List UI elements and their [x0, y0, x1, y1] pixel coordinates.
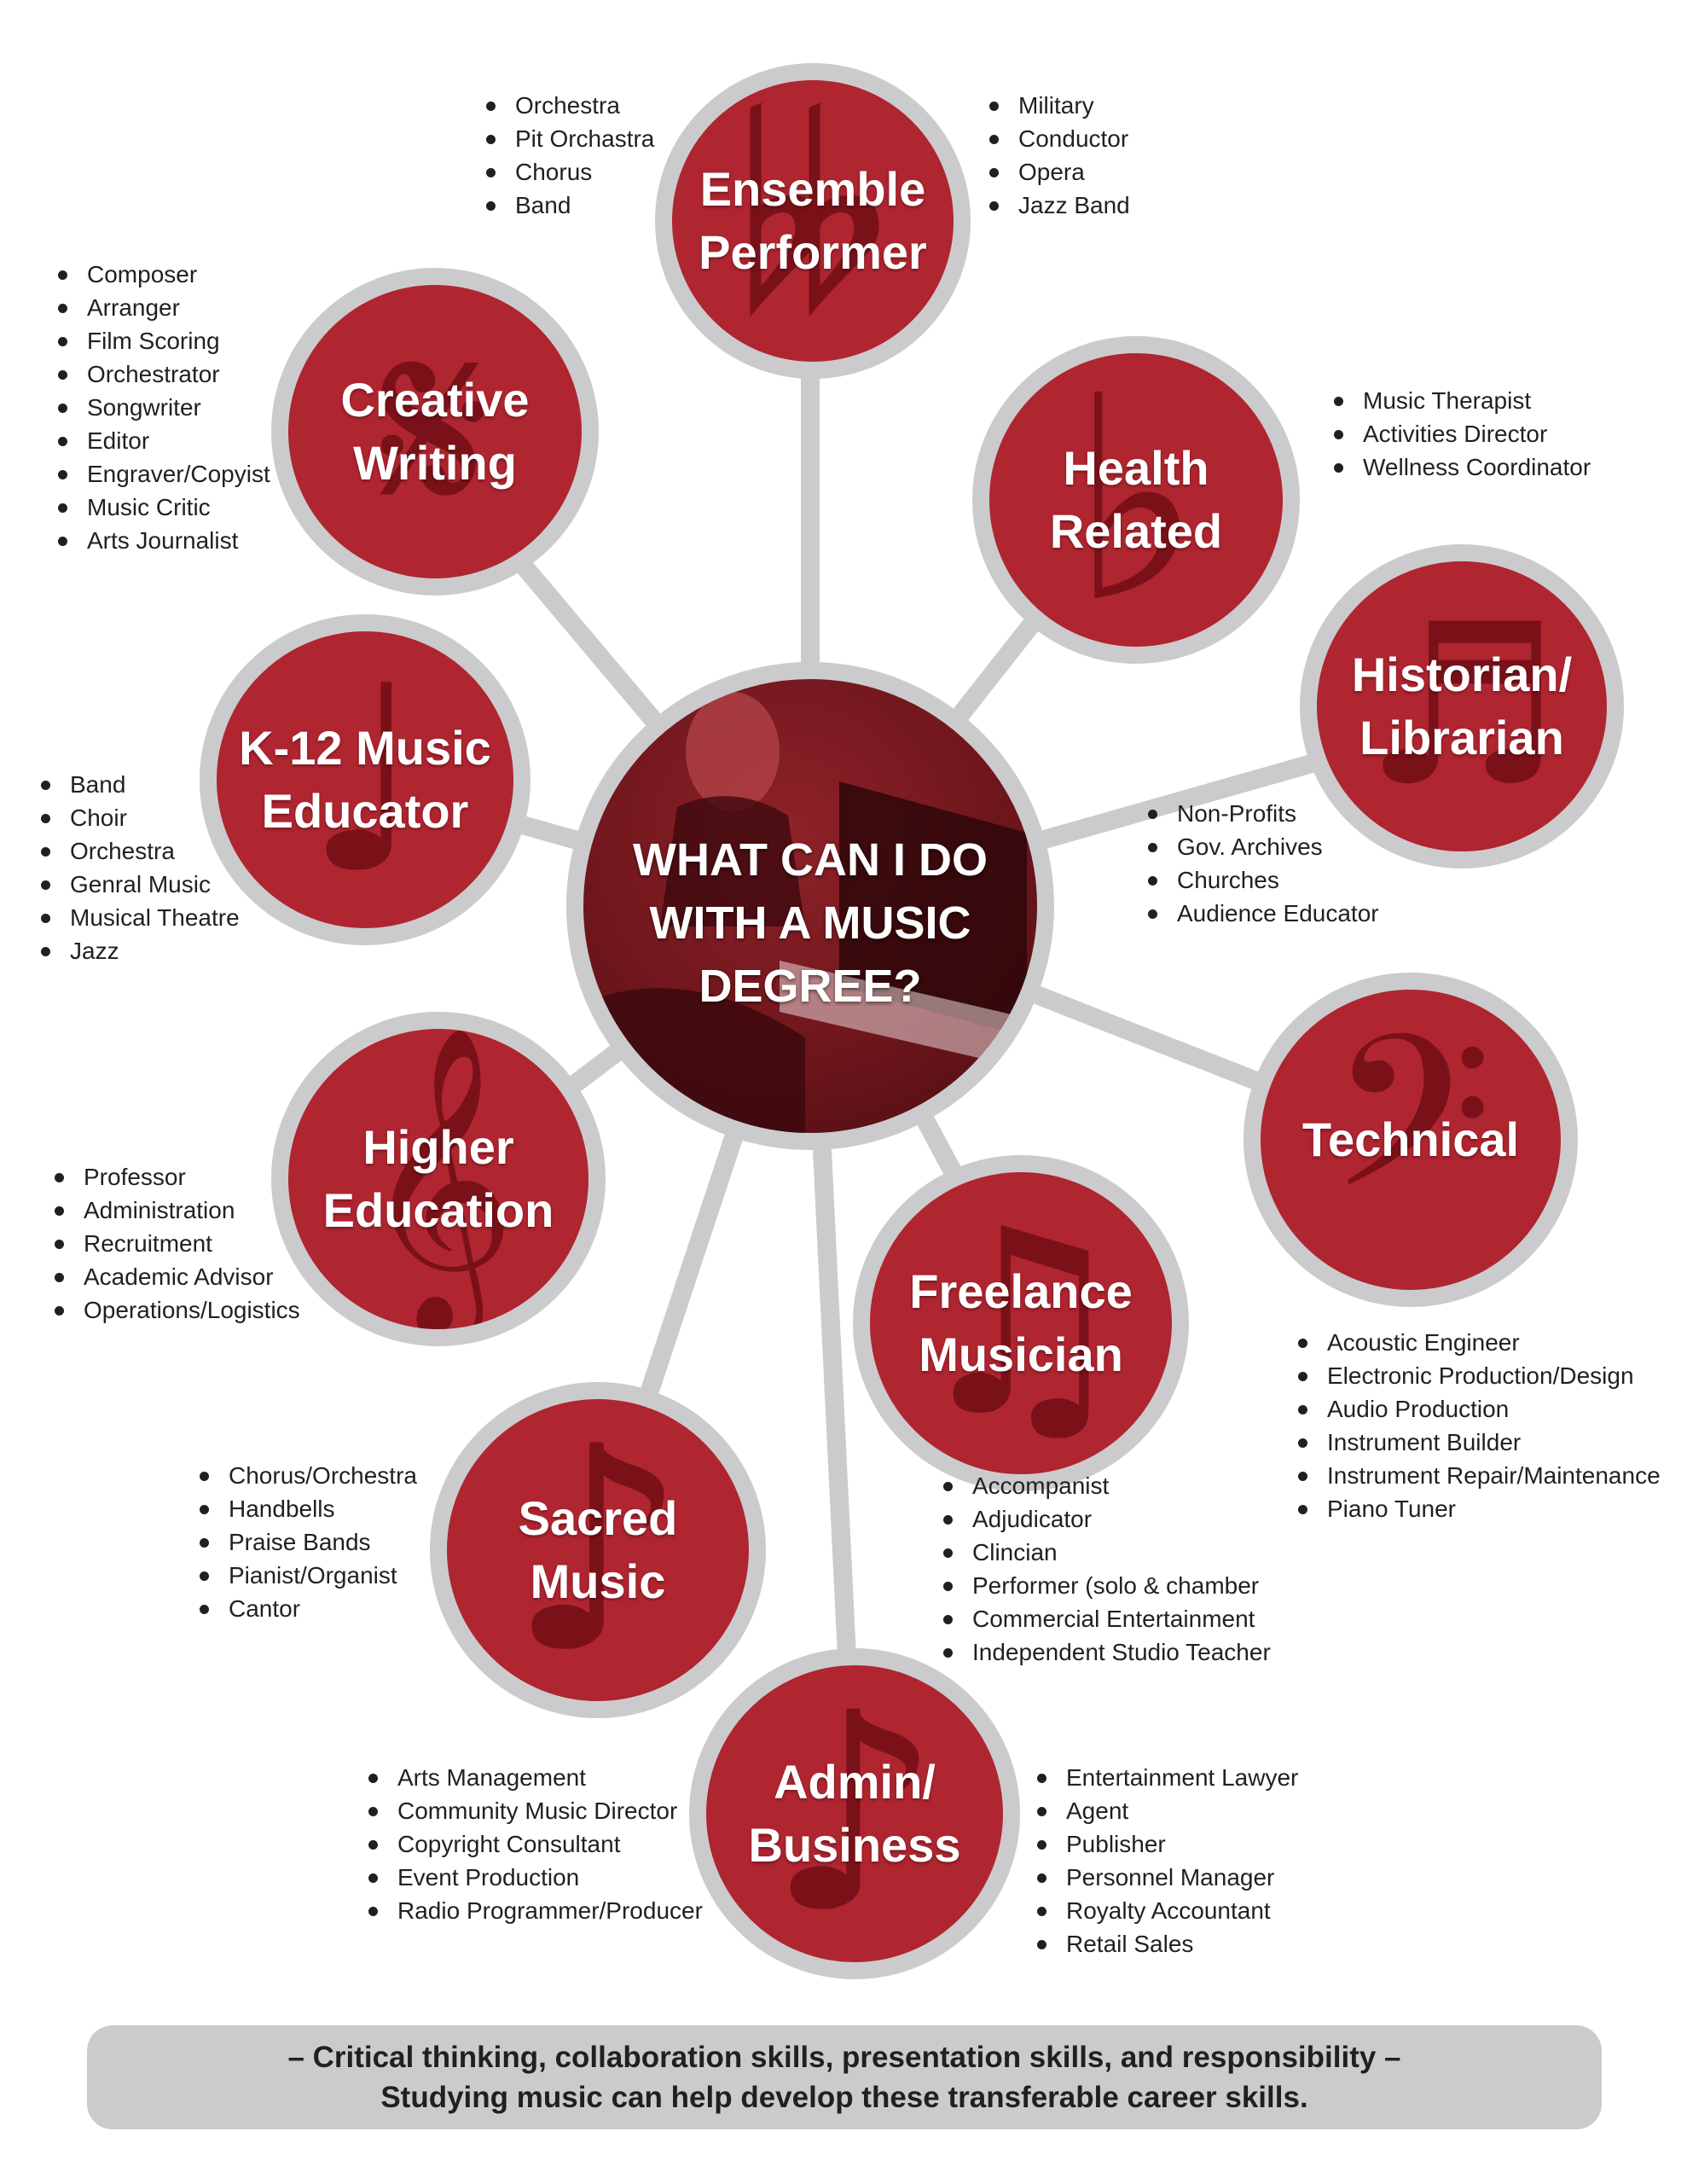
- node-title: Historian/ Librarian: [1351, 648, 1573, 764]
- list-item: Personnel Manager: [1035, 1861, 1298, 1894]
- list-item: Acoustic Engineer: [1296, 1326, 1661, 1359]
- list-item: Orchestra: [39, 834, 240, 868]
- list-item: Chorus/Orchestra: [198, 1459, 417, 1492]
- list-item: Radio Programmer/Producer: [367, 1894, 703, 1927]
- list-item: Publisher: [1035, 1827, 1298, 1861]
- list-creative: Composer Arranger Film Scoring Orchestra…: [56, 258, 270, 557]
- node-ensemble-performer: 𝄫 Ensemble Performer: [655, 63, 971, 379]
- list-higher: Professor Administration Recruitment Aca…: [53, 1160, 300, 1327]
- list-item: Independent Studio Teacher: [942, 1635, 1271, 1669]
- list-item: Piano Tuner: [1296, 1492, 1661, 1525]
- list-admin-right: Entertainment Lawyer Agent Publisher Per…: [1035, 1761, 1298, 1960]
- list-item: Band: [39, 768, 240, 801]
- list-item: Entertainment Lawyer: [1035, 1761, 1298, 1794]
- list-item: Military: [988, 89, 1130, 122]
- list-item: Pianist/Organist: [198, 1559, 417, 1592]
- list-item: Professor: [53, 1160, 300, 1194]
- list-item: Performer (solo & chamber: [942, 1569, 1271, 1602]
- list-item: Jazz Band: [988, 189, 1130, 222]
- footer-line-2: Studying music can help develop these tr…: [380, 2081, 1308, 2114]
- list-item: Administration: [53, 1194, 300, 1227]
- list-item: Arts Journalist: [56, 524, 270, 557]
- node-title: Health Related: [1049, 441, 1223, 558]
- list-historian: Non-Profits Gov. Archives Churches Audie…: [1146, 797, 1379, 930]
- node-higher-education: 𝄞 Higher Education: [271, 1012, 606, 1346]
- list-item: Cantor: [198, 1592, 417, 1625]
- list-item: Musical Theatre: [39, 901, 240, 934]
- list-k12: Band Choir Orchestra Genral Music Musica…: [39, 768, 240, 967]
- list-item: Instrument Repair/Maintenance: [1296, 1459, 1661, 1492]
- list-item: Electronic Production/Design: [1296, 1359, 1661, 1392]
- list-item: Copyright Consultant: [367, 1827, 703, 1861]
- list-item: Gov. Archives: [1146, 830, 1379, 863]
- footer-banner: – Critical thinking, collaboration skill…: [87, 2025, 1602, 2129]
- center-hub: WHAT CAN I DO WITH A MUSIC DEGREE?: [566, 662, 1054, 1150]
- list-item: Event Production: [367, 1861, 703, 1894]
- node-title: Freelance Musician: [909, 1264, 1133, 1381]
- list-freelance: Accompanist Adjudicator Clincian Perform…: [942, 1469, 1271, 1669]
- list-sacred: Chorus/Orchestra Handbells Praise Bands …: [198, 1459, 417, 1625]
- list-item: Recruitment: [53, 1227, 300, 1260]
- node-title: Higher Education: [322, 1120, 554, 1237]
- node-title: K-12 Music Educator: [239, 721, 491, 838]
- list-item: Film Scoring: [56, 324, 270, 357]
- list-item: Audience Educator: [1146, 897, 1379, 930]
- list-item: Clincian: [942, 1536, 1271, 1569]
- list-health: Music Therapist Activities Director Well…: [1332, 384, 1591, 484]
- list-item: Wellness Coordinator: [1332, 450, 1591, 484]
- node-sacred-music: ♪ Sacred Music: [430, 1382, 766, 1718]
- list-item: Churches: [1146, 863, 1379, 897]
- list-item: Opera: [988, 155, 1130, 189]
- node-title: Ensemble Performer: [699, 162, 927, 279]
- list-item: Orchestrator: [56, 357, 270, 391]
- center-title: WHAT CAN I DO WITH A MUSIC DEGREE?: [633, 834, 988, 1012]
- list-item: Band: [484, 189, 654, 222]
- node-title: Creative Writing: [340, 373, 530, 490]
- list-item: Handbells: [198, 1492, 417, 1525]
- node-k12-music-educator: ♩ K-12 Music Educator: [200, 614, 530, 945]
- list-item: Genral Music: [39, 868, 240, 901]
- list-item: Adjudicator: [942, 1502, 1271, 1536]
- node-title: Technical: [1301, 1112, 1520, 1166]
- list-admin-left: Arts Management Community Music Director…: [367, 1761, 703, 1927]
- list-item: Audio Production: [1296, 1392, 1661, 1426]
- list-item: Conductor: [988, 122, 1130, 155]
- piano-photo: [583, 692, 1037, 1133]
- list-item: Academic Advisor: [53, 1260, 300, 1293]
- list-item: Music Therapist: [1332, 384, 1591, 417]
- list-item: Community Music Director: [367, 1794, 703, 1827]
- list-item: Chorus: [484, 155, 654, 189]
- list-item: Operations/Logistics: [53, 1293, 300, 1327]
- list-item: Accompanist: [942, 1469, 1271, 1502]
- list-item: Choir: [39, 801, 240, 834]
- list-item: Commercial Entertainment: [942, 1602, 1271, 1635]
- list-item: Agent: [1035, 1794, 1298, 1827]
- list-item: Jazz: [39, 934, 240, 967]
- list-item: Pit Orchastra: [484, 122, 654, 155]
- node-technical: 𝄢 Technical: [1244, 973, 1578, 1307]
- list-item: Editor: [56, 424, 270, 457]
- list-item: Music Critic: [56, 491, 270, 524]
- list-item: Arts Management: [367, 1761, 703, 1794]
- list-item: Activities Director: [1332, 417, 1591, 450]
- list-item: Non-Profits: [1146, 797, 1379, 830]
- list-item: Royalty Accountant: [1035, 1894, 1298, 1927]
- list-item: Engraver/Copyist: [56, 457, 270, 491]
- list-item: Instrument Builder: [1296, 1426, 1661, 1459]
- node-title: Sacred Music: [518, 1491, 678, 1608]
- list-item: Praise Bands: [198, 1525, 417, 1559]
- node-health-related: ♭ Health Related: [972, 336, 1300, 664]
- list-technical: Acoustic Engineer Electronic Production/…: [1296, 1326, 1661, 1525]
- list-ensemble-left: Orchestra Pit Orchastra Chorus Band: [484, 89, 654, 222]
- list-item: Arranger: [56, 291, 270, 324]
- list-item: Composer: [56, 258, 270, 291]
- node-title: Admin/ Business: [748, 1755, 961, 1872]
- list-ensemble-right: Military Conductor Opera Jazz Band: [988, 89, 1130, 222]
- footer-line-1: – Critical thinking, collaboration skill…: [287, 2041, 1401, 2074]
- list-item: Retail Sales: [1035, 1927, 1298, 1960]
- node-creative-writing: 𝄋 Creative Writing: [271, 268, 599, 595]
- list-item: Songwriter: [56, 391, 270, 424]
- list-item: Orchestra: [484, 89, 654, 122]
- node-freelance-musician: ♫ Freelance Musician: [853, 1155, 1189, 1491]
